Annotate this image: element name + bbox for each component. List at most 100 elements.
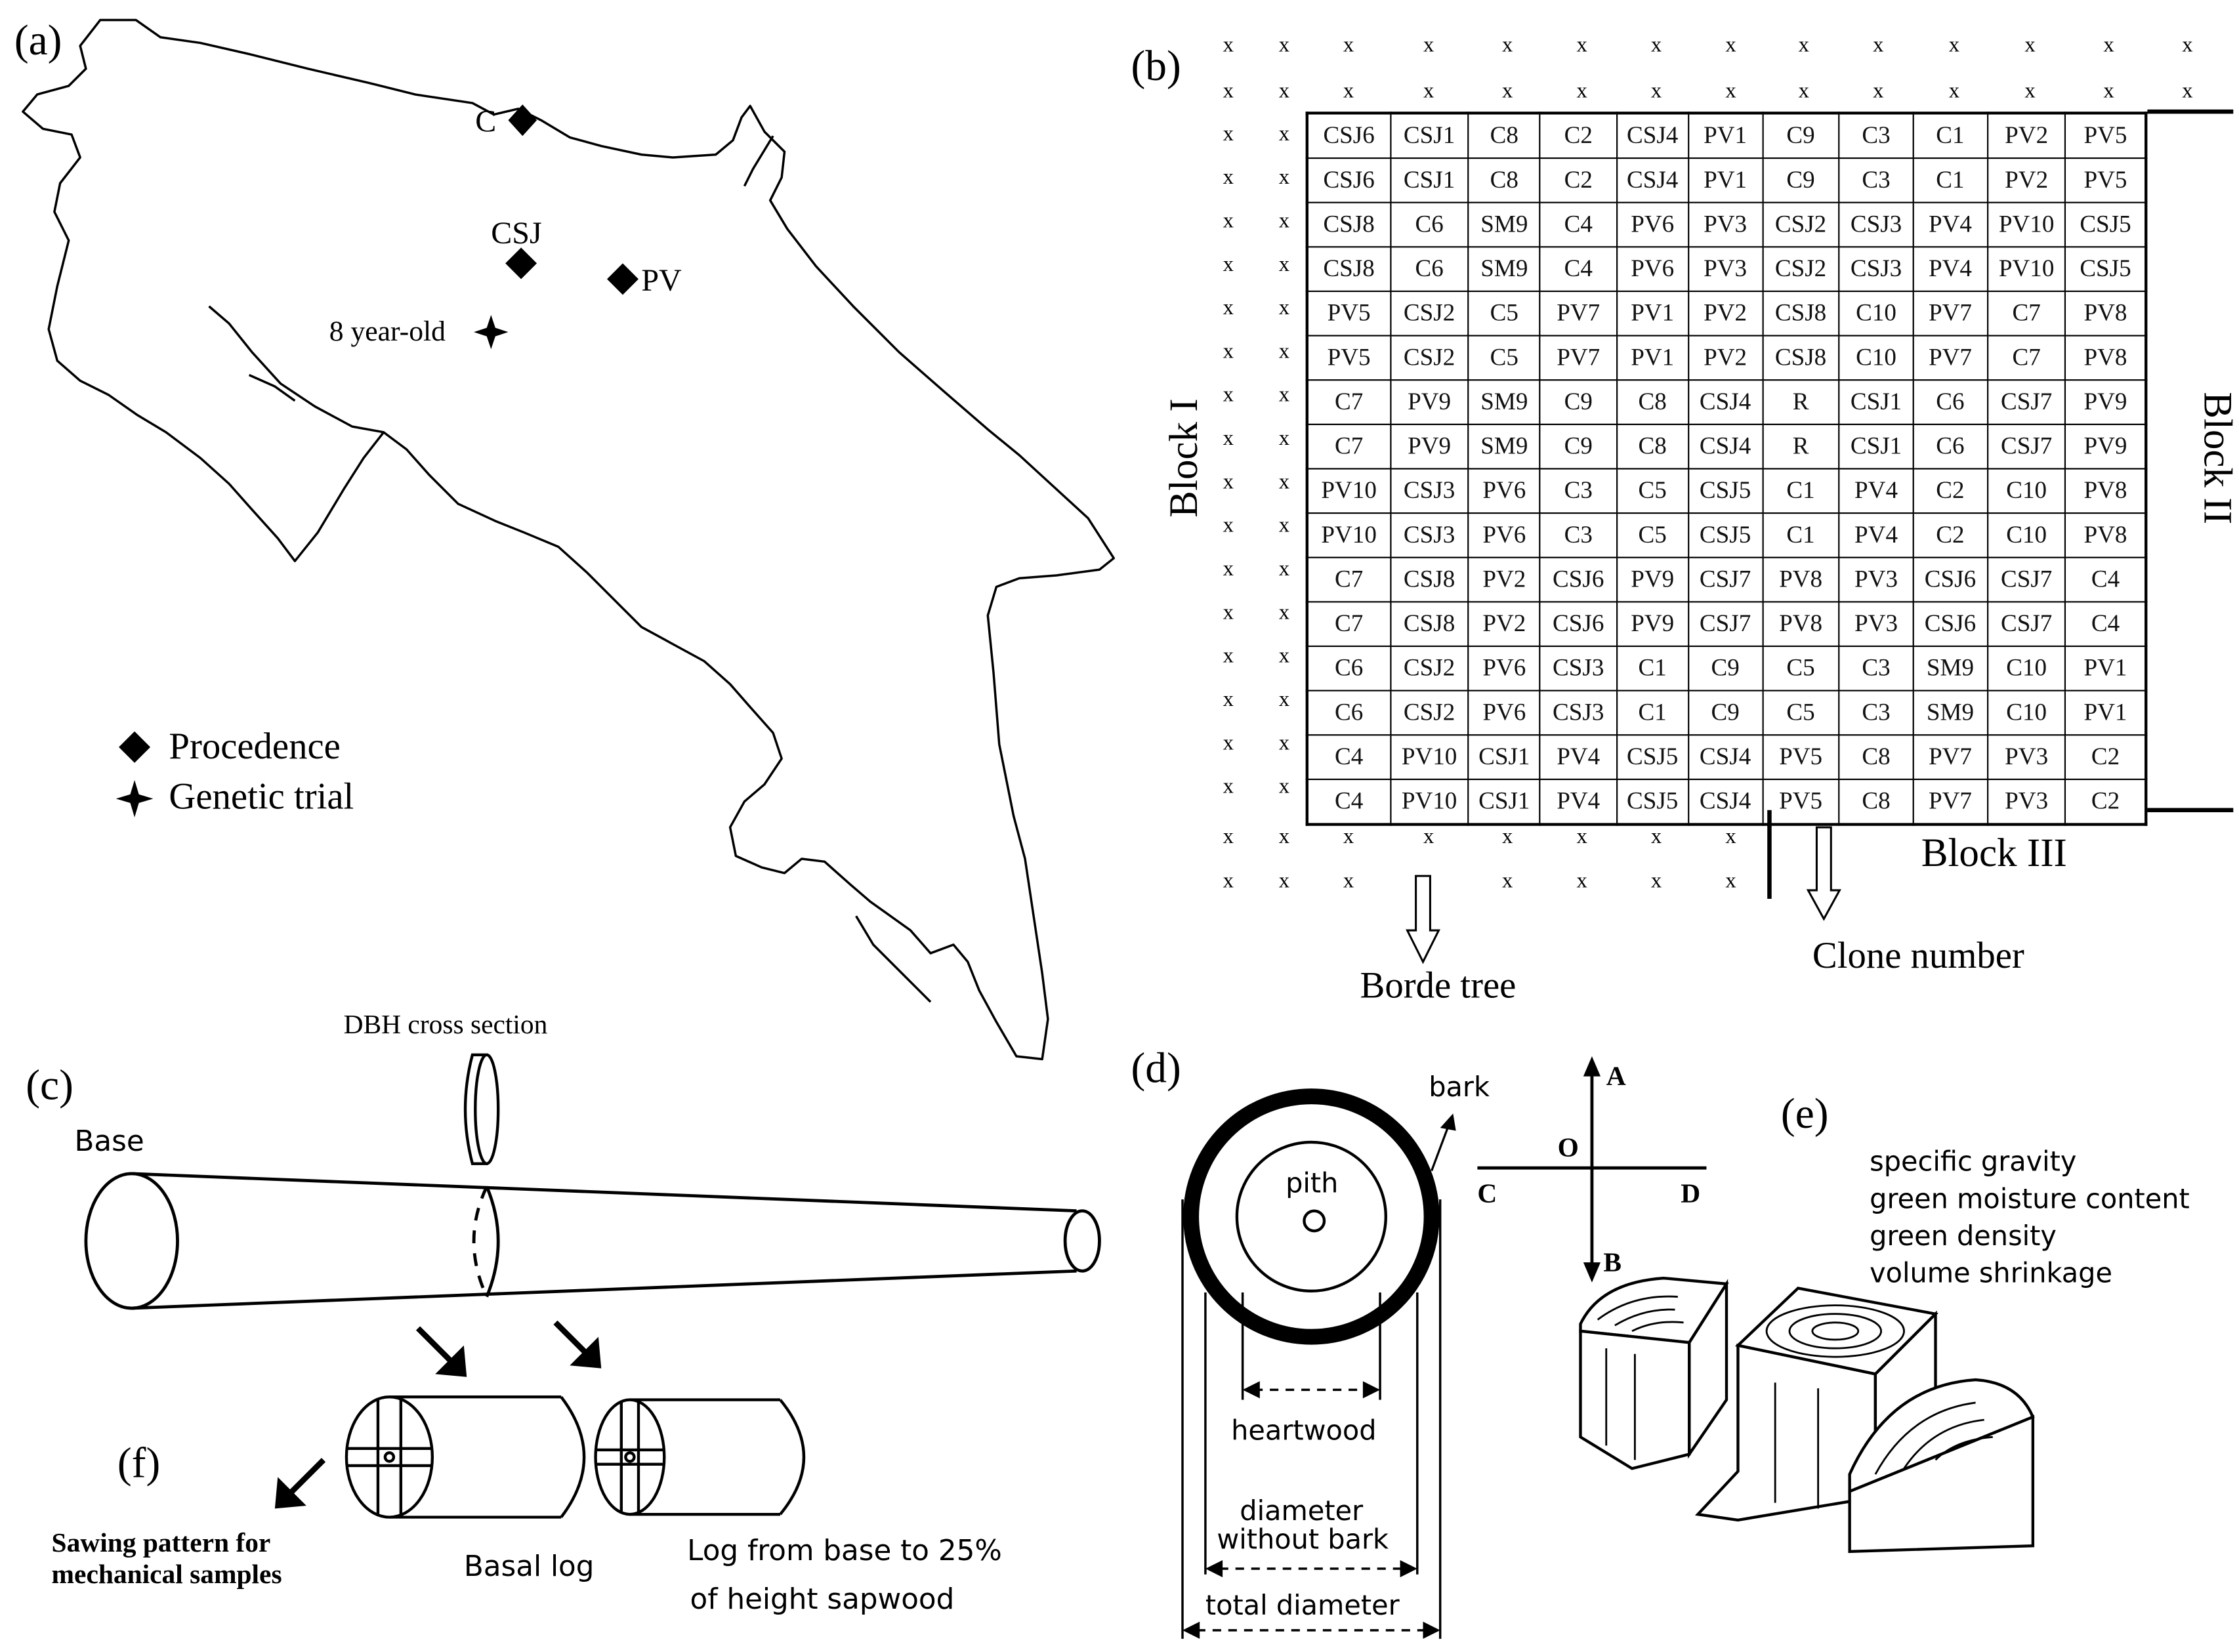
clone-cell: PV7	[1912, 778, 1988, 825]
clone-cell: PV8	[2064, 468, 2147, 514]
border-tree-marker: x	[1279, 426, 1289, 450]
clone-cell: C4	[1306, 734, 1391, 780]
diameter-label-line1: diameter	[1240, 1495, 1364, 1527]
clone-cell: CSJ1	[1467, 734, 1541, 780]
clone-cell: C9	[1761, 112, 1840, 159]
site-pv-marker: PV	[606, 263, 682, 298]
clone-cell: C9	[1687, 645, 1763, 692]
panel-label-c: (c)	[26, 1062, 73, 1109]
border-tree-marker: x	[1725, 825, 1736, 848]
clone-cell: PV9	[1616, 556, 1689, 603]
star4-icon	[474, 314, 509, 350]
clone-cell: R	[1761, 423, 1840, 470]
site-label-pv: PV	[641, 263, 682, 298]
clone-cell: PV7	[1912, 335, 1988, 381]
upper-log	[594, 1398, 805, 1516]
clone-cell: CSJ2	[1389, 690, 1469, 736]
border-tree-marker: x	[2182, 79, 2192, 102]
clone-cell: C10	[1986, 468, 2066, 514]
axis-b-label: B	[1603, 1247, 1622, 1277]
clone-cell: CSJ8	[1761, 290, 1840, 337]
border-tree-marker: x	[1223, 731, 1234, 754]
clone-cell: PV3	[1838, 601, 1914, 648]
orientation-axes	[1477, 1056, 1707, 1283]
clone-cell: PV2	[1986, 157, 2066, 203]
clone-cell: C3	[1838, 690, 1914, 736]
clone-cell: C2	[1539, 112, 1618, 159]
border-tree-marker: x	[1576, 869, 1587, 893]
stem-cross-section	[1183, 1088, 1440, 1345]
clone-cell: PV4	[1838, 468, 1914, 514]
border-tree-marker: x	[1576, 79, 1587, 102]
clone-cell: PV10	[1389, 778, 1469, 825]
clone-cell: C9	[1539, 379, 1618, 425]
border-tree-marker: x	[1223, 165, 1234, 189]
border-tree-marker: x	[1223, 253, 1234, 276]
clone-cell: C6	[1306, 645, 1391, 692]
border-tree-marker: x	[1223, 644, 1234, 668]
clone-cell: PV10	[1986, 201, 2066, 248]
clone-cell: C6	[1912, 423, 1988, 470]
clone-cell: CSJ6	[1306, 112, 1391, 159]
clone-cell: CSJ5	[2064, 246, 2147, 293]
clone-cell: PV4	[1912, 201, 1988, 248]
heartwood-label: heartwood	[1231, 1415, 1376, 1447]
border-tree-marker: x	[1223, 557, 1234, 581]
clone-cell: CSJ5	[1687, 468, 1763, 514]
property-item: green moisture content	[1870, 1183, 2190, 1214]
clone-cell: C8	[1838, 778, 1914, 825]
clone-cell: PV2	[1467, 601, 1541, 648]
clone-cell: CSJ3	[1838, 246, 1914, 293]
border-tree-marker: x	[1223, 775, 1234, 798]
clone-cell: C1	[1761, 512, 1840, 558]
border-tree-marker: x	[1502, 79, 1513, 102]
clone-cell: C2	[2064, 778, 2147, 825]
clone-cell: CSJ7	[1687, 556, 1763, 603]
border-tree-marker: x	[1279, 869, 1289, 893]
site-label-csj: CSJ	[491, 216, 541, 251]
clone-cell: CSJ8	[1389, 556, 1469, 603]
property-item: green density	[1870, 1220, 2057, 1252]
clone-cell: C2	[1912, 512, 1988, 558]
border-tree-marker: x	[1651, 869, 1662, 893]
block-label-3: Block III	[1921, 831, 2067, 875]
border-tree-marker: x	[1279, 296, 1289, 320]
base-label: Base	[74, 1125, 144, 1158]
border-tree-marker: x	[1799, 79, 1809, 102]
border-tree-marker: x	[1279, 600, 1289, 624]
clone-cell: C5	[1616, 468, 1689, 514]
pith-label: pith	[1286, 1167, 1338, 1199]
clone-cell: PV5	[2064, 157, 2147, 203]
border-tree-marker: x	[1223, 383, 1234, 407]
clone-cell: C8	[1616, 379, 1689, 425]
diamond-icon	[508, 104, 537, 136]
clone-cell: C6	[1306, 690, 1391, 736]
clone-cell: R	[1761, 379, 1840, 425]
clone-cell: CSJ6	[1306, 157, 1391, 203]
clone-cell: PV1	[1616, 335, 1689, 381]
clone-cell: CSJ8	[1389, 601, 1469, 648]
clone-cell: PV2	[1687, 335, 1763, 381]
property-item: volume shrinkage	[1870, 1258, 2112, 1289]
clone-cell: C7	[1306, 601, 1391, 648]
clone-number-arrow	[1806, 826, 1841, 921]
clone-cell: C8	[1616, 423, 1689, 470]
clone-cell: CSJ2	[1761, 201, 1840, 248]
clone-cell: PV1	[1687, 112, 1763, 159]
border-tree-marker: x	[2182, 33, 2192, 57]
clone-cell: SM9	[1467, 246, 1541, 293]
legend-genetic-trial: Genetic trial	[169, 776, 354, 817]
clone-cell: PV4	[1838, 512, 1914, 558]
border-tree-marker: x	[1279, 470, 1289, 493]
border-tree-marker: x	[1725, 33, 1736, 57]
clone-cell: CSJ4	[1616, 112, 1689, 159]
clone-cell: CSJ4	[1616, 157, 1689, 203]
